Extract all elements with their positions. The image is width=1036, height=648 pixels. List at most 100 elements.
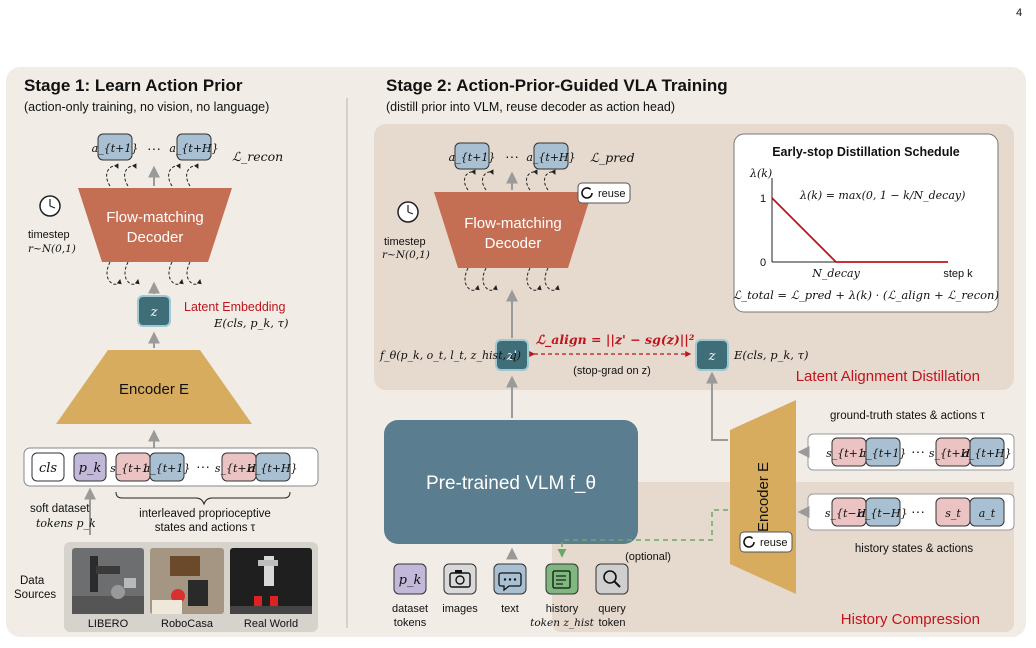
stage2-z-label: z bbox=[708, 349, 716, 364]
stage2-f-theta: f_θ(p_k, o_t, l_t, z_hist, q) bbox=[379, 349, 521, 362]
stage1-latent-expr: E(cls, p_k, τ) bbox=[213, 316, 288, 330]
stage1-decoder-line2: Decoder bbox=[127, 229, 184, 246]
stage1-encoder bbox=[56, 350, 252, 424]
stage2-title: Stage 2: Action-Prior-Guided VLA Trainin… bbox=[386, 76, 728, 95]
gt-s1: s_{t+1} bbox=[826, 447, 872, 460]
stage1-title: Stage 1: Learn Action Prior bbox=[24, 76, 243, 95]
schedule-title: Early-stop Distillation Schedule bbox=[772, 145, 960, 159]
token-pk bbox=[73, 452, 107, 482]
stage1-loss-recon: ℒ_recon bbox=[232, 149, 283, 164]
gt-a1: a_{t+1} bbox=[860, 447, 907, 460]
optional-history-arrow bbox=[557, 509, 728, 558]
input-images-label: images bbox=[442, 603, 478, 615]
stage1-output-tokens: a_{t+1} ··· a_{t+H} bbox=[92, 133, 219, 161]
data-sources-line2: Sources bbox=[14, 589, 56, 601]
stage2-decoder-line1: Flow-matching bbox=[464, 215, 562, 232]
gt-aH: a_{t+H} bbox=[962, 447, 1011, 460]
stage2-output-first: a_{t+1} bbox=[449, 151, 496, 164]
stage2-encoder-label: Encoder E bbox=[755, 462, 772, 532]
stage2-output-tokens: a_{t+1} ··· a_{t+H} bbox=[449, 142, 576, 170]
stage1-decoder-line1: Flow-matching bbox=[106, 209, 204, 226]
input-history-token: history token z_hist bbox=[530, 563, 595, 629]
stage2-zprime-label: z' bbox=[506, 349, 517, 364]
stage2-z-expr: E(cls, p_k, τ) bbox=[733, 348, 808, 362]
stage2-decoder-line2: Decoder bbox=[485, 235, 542, 252]
input-query-label2: token bbox=[599, 617, 626, 629]
gt-dots: ··· bbox=[911, 443, 925, 459]
input-pk-icon: p_k bbox=[399, 573, 422, 588]
stage2-timestep-dist: r~N(0,1) bbox=[382, 249, 430, 261]
stage2-decoder bbox=[434, 192, 592, 268]
token-aH bbox=[255, 452, 291, 482]
libero-image bbox=[72, 548, 144, 614]
data-sources-line1: Data bbox=[20, 575, 45, 587]
stage2-stopgrad: (stop-grad on z) bbox=[573, 365, 651, 377]
schedule-step: step k bbox=[943, 268, 973, 280]
hist-dots: ··· bbox=[911, 503, 925, 519]
encoder-reuse-label: reuse bbox=[760, 537, 788, 549]
stage2-subtitle: (distill prior into VLM, reuse decoder a… bbox=[386, 100, 675, 114]
input-text-label: text bbox=[501, 603, 519, 615]
real-world-image bbox=[230, 548, 312, 614]
hist-a1: a_{t−H} bbox=[858, 507, 907, 520]
latent-alignment-title: Latent Alignment Distillation bbox=[796, 368, 980, 385]
reuse-icon bbox=[743, 536, 755, 548]
hist-label: history states & actions bbox=[855, 543, 973, 555]
stage2-latent-zprime bbox=[495, 339, 529, 371]
stage1-subtitle: (action-only training, no vision, no lan… bbox=[24, 100, 269, 114]
stage2-timestep-label: timestep bbox=[384, 236, 426, 248]
stage2-reuse-badge: reuse bbox=[577, 182, 631, 204]
token-cls bbox=[31, 452, 65, 482]
token-s1-label: s_{t+1} bbox=[110, 462, 156, 475]
robocasa-image bbox=[150, 548, 224, 614]
page-number: 4 bbox=[1016, 7, 1022, 19]
schedule-ndecay: N_decay bbox=[811, 267, 860, 280]
encoder-to-z-arrow bbox=[706, 371, 728, 441]
stage2-clock-icon bbox=[397, 201, 419, 223]
stage1-interleaved-2: states and actions τ bbox=[155, 522, 256, 534]
input-history-label2: token z_hist bbox=[530, 617, 595, 629]
token-dots: ··· bbox=[196, 458, 210, 474]
stage2-output-dots: ··· bbox=[505, 148, 519, 164]
stage1-interleaved-1: interleaved proprioceptive bbox=[139, 508, 271, 520]
input-dataset-tokens: p_k dataset tokens bbox=[392, 563, 428, 629]
stage1-clock-icon bbox=[39, 195, 61, 217]
vlm-label: Pre-trained VLM f_θ bbox=[426, 473, 596, 494]
schedule-ylabel: λ(k) bbox=[749, 167, 772, 180]
notepad-icon bbox=[552, 570, 571, 589]
stage1-output-dots: ··· bbox=[147, 140, 161, 156]
stage1-timestep-label: timestep bbox=[28, 229, 70, 241]
chat-icon bbox=[498, 572, 522, 592]
token-aH-label: a_{t+H} bbox=[248, 462, 297, 475]
stage1-brace bbox=[115, 491, 291, 506]
schedule-curve bbox=[771, 197, 948, 263]
hist-a2: a_t bbox=[979, 507, 996, 520]
schedule-formula: λ(k) = max(0, 1 − k/N_decay) bbox=[799, 189, 965, 202]
hist-s1: s_{t−H} bbox=[825, 507, 873, 520]
stage2-loss-pred: ℒ_pred bbox=[590, 150, 635, 165]
stage1-latent-label: Latent Embedding bbox=[184, 300, 286, 314]
stage1-output-first: a_{t+1} bbox=[92, 142, 139, 155]
stage2-flow-loops bbox=[463, 169, 560, 291]
vlm-block bbox=[384, 420, 638, 544]
schedule-y1: 1 bbox=[760, 193, 766, 205]
schedule-box bbox=[733, 133, 999, 313]
stage1-latent-symbol: z bbox=[150, 305, 158, 320]
history-compression-title: History Compression bbox=[841, 611, 980, 628]
token-sH-label: s_{t+H} bbox=[215, 462, 263, 475]
stage2-output-last: a_{t+H} bbox=[526, 151, 575, 164]
input-dataset-label2: tokens bbox=[394, 617, 427, 629]
camera-icon bbox=[449, 570, 471, 588]
gt-label: ground-truth states & actions τ bbox=[830, 410, 985, 422]
input-history-label: history bbox=[546, 603, 579, 615]
stage1-soft-tokens-1: soft dataset bbox=[30, 503, 90, 515]
input-images: images bbox=[442, 563, 478, 615]
magnifier-icon bbox=[603, 570, 621, 588]
input-query-label: query bbox=[598, 603, 626, 615]
stage1-output-last: a_{t+H} bbox=[169, 142, 218, 155]
token-a1-label: a_{t+1} bbox=[144, 462, 191, 475]
reuse-icon bbox=[581, 187, 593, 199]
schedule-total: ℒ_total = ℒ_pred + λ(k) · (ℒ_align + ℒ_r… bbox=[733, 288, 999, 302]
stage1-latent-z bbox=[137, 295, 171, 327]
